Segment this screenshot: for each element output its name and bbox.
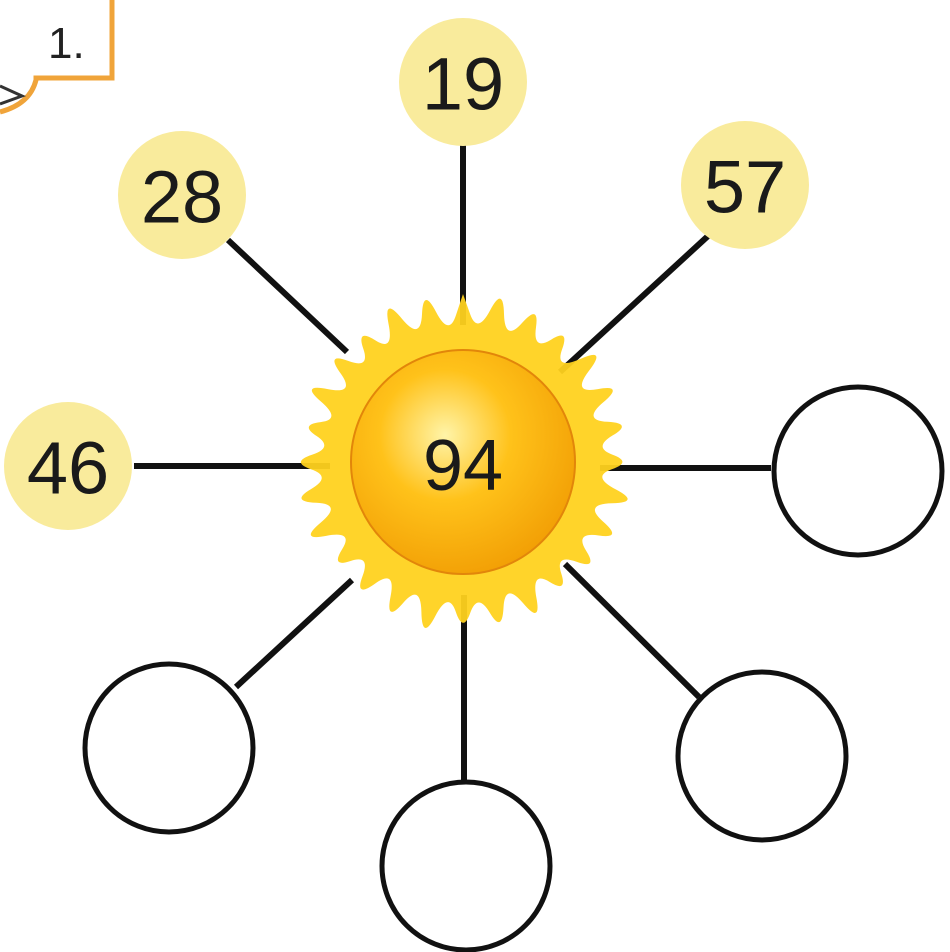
number-node-left: 46 <box>4 402 132 530</box>
connector-line-bottom-left <box>236 580 352 687</box>
answer-node-circle[interactable] <box>85 664 253 832</box>
number-node-value: 57 <box>704 146 786 229</box>
number-node-value: 28 <box>141 156 223 239</box>
answer-node-circle[interactable] <box>382 782 550 950</box>
answer-node-bottom-right[interactable] <box>678 672 846 840</box>
number-node-value: 19 <box>422 43 504 126</box>
answer-node-bottom-left[interactable] <box>85 664 253 832</box>
connector-line-top-right <box>560 236 708 372</box>
number-node-top: 19 <box>399 18 527 146</box>
number-node-value: 46 <box>27 427 109 510</box>
number-node-top-right: 57 <box>681 121 809 249</box>
answer-node-bottom[interactable] <box>382 782 550 950</box>
answer-node-circle[interactable] <box>678 672 846 840</box>
answer-node-circle[interactable] <box>774 387 942 555</box>
answer-node-right[interactable] <box>774 387 942 555</box>
exercise-number-tag: 1. <box>0 0 112 112</box>
sun-value-label: 94 <box>423 426 503 506</box>
connector-line-top-left <box>228 240 347 352</box>
exercise-number: 1. <box>48 19 85 68</box>
number-node-top-left: 28 <box>118 131 246 259</box>
connector-line-bottom-right <box>565 564 699 697</box>
